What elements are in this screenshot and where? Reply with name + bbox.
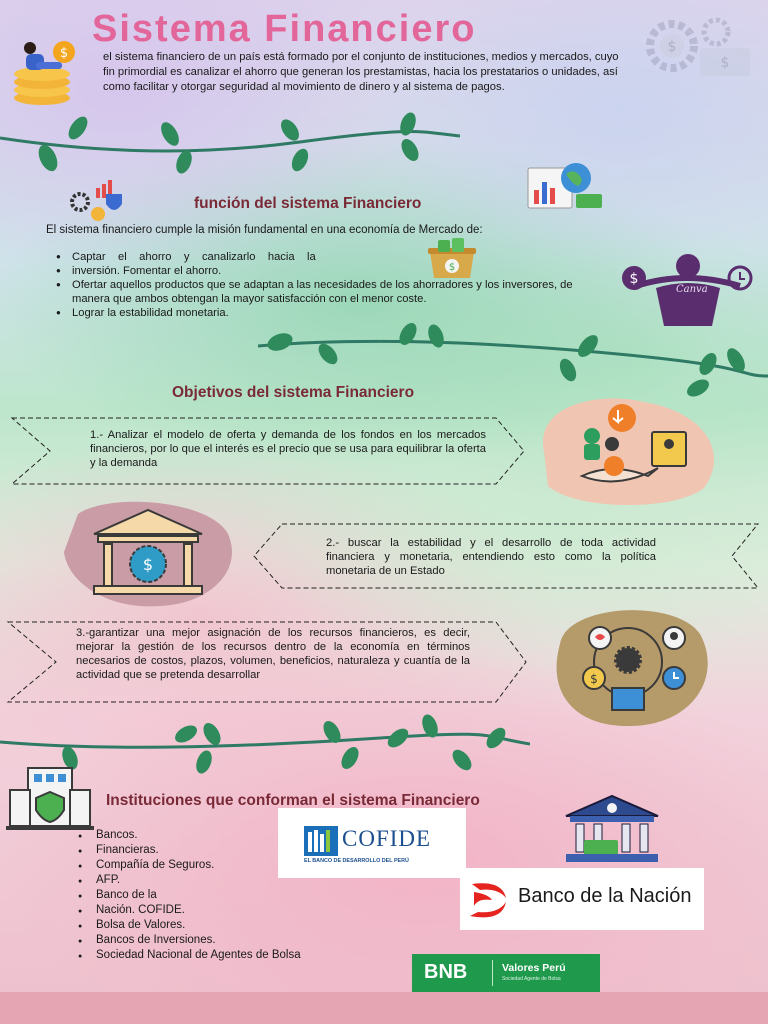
woman-coins-icon: $ (14, 41, 75, 105)
bank-building-icon (565, 794, 659, 862)
svg-text:$: $ (668, 39, 677, 55)
objetivos-heading: Objetivos del sistema Financiero (172, 384, 415, 401)
bnb-sub: Valores Perú (502, 962, 566, 974)
list-item: Ofertar aquellos productos que se adapta… (56, 278, 606, 306)
intro-paragraph: el sistema financiero de un país está fo… (103, 51, 619, 93)
list-item: Nación. COFIDE. (78, 903, 378, 919)
objective-box-2: 2.- buscar la estabilidad y el desarroll… (252, 522, 760, 590)
banco-nacion-mark-icon (470, 883, 506, 918)
objective-text-2: 2.- buscar la estabilidad y el desarroll… (326, 537, 656, 577)
instituciones-list: Bancos. Financieras. Compañía de Seguros… (78, 828, 378, 964)
finance-icons-cluster (70, 180, 122, 221)
svg-text:$: $ (60, 46, 68, 61)
list-item: Compañía de Seguros. (78, 858, 378, 874)
canva-watermark: Canva (676, 284, 708, 295)
page-title: Sistema Financiero (92, 8, 477, 50)
bnb-divider (492, 960, 493, 986)
list-item: AFP. (78, 873, 378, 889)
cofide-mark-icon (304, 826, 338, 856)
funcion-bullet-list: Captar el ahorro y canalizarlo hacia la … (56, 250, 606, 320)
building-shield-icon (6, 767, 94, 830)
bnb-name: BNB (424, 961, 468, 983)
objective-box-1: 1.- Analizar el modelo de oferta y deman… (10, 416, 526, 486)
list-item: inversión. Fomentar el ahorro. (56, 264, 606, 278)
funcion-heading: función del sistema Financiero (194, 195, 422, 212)
list-item: Bancos. (78, 828, 378, 844)
banco-nacion-name: Banco de la Nación (518, 885, 692, 907)
objective-text-1: 1.- Analizar el modelo de oferta y deman… (90, 429, 486, 469)
svg-text:$: $ (449, 262, 455, 273)
list-item: Bancos de Inversiones. (78, 933, 378, 949)
cofide-name: COFIDE (342, 826, 432, 851)
time-money-balance-icon: $ (622, 254, 753, 326)
list-item: Captar el ahorro y canalizarlo hacia la (56, 250, 606, 264)
list-item: Financieras. (78, 843, 378, 859)
svg-text:$: $ (590, 672, 598, 686)
vine-decoration (258, 323, 768, 397)
banco-nacion-logo: Banco de la Nación (460, 868, 704, 930)
footer-bar (0, 992, 768, 1024)
money-jar-icon: $ (428, 238, 476, 278)
funcion-lead: El sistema financiero cumple la misión f… (46, 224, 483, 236)
bank-dollar-icon: $ (64, 501, 232, 607)
bnb-tagline: Sociedad Agente de Bolsa (502, 976, 561, 982)
cofide-tagline: EL BANCO DE DESARROLLO DEL PERÚ (304, 858, 409, 864)
bnb-valores-logo: BNB Valores Perú Sociedad Agente de Bols… (412, 954, 600, 992)
svg-text:$: $ (630, 271, 639, 287)
list-item: Banco de la (78, 888, 378, 904)
list-item: Sociedad Nacional de Agentes de Bolsa (78, 948, 378, 964)
finance-analysis-icon (543, 398, 715, 506)
globe-chart-icon (527, 163, 602, 209)
svg-text:$: $ (721, 55, 730, 71)
gear-money-icon: $ $ (646, 17, 750, 76)
vine-decoration (0, 112, 460, 174)
instituciones-heading: Instituciones que conforman el sistema F… (106, 792, 480, 809)
svg-text:$: $ (143, 555, 153, 574)
vine-decoration (0, 714, 530, 774)
objective-box-3: 3.-garantizar una mejor asignación de lo… (6, 620, 528, 704)
list-item: Lograr la estabilidad monetaria. (56, 306, 606, 320)
cofide-logo: COFIDE EL BANCO DE DESARROLLO DEL PERÚ (278, 808, 466, 878)
objective-text-3: 3.-garantizar una mejor asignación de lo… (76, 627, 470, 681)
resources-network-icon: $ (556, 610, 708, 727)
list-item: Bolsa de Valores. (78, 918, 378, 934)
